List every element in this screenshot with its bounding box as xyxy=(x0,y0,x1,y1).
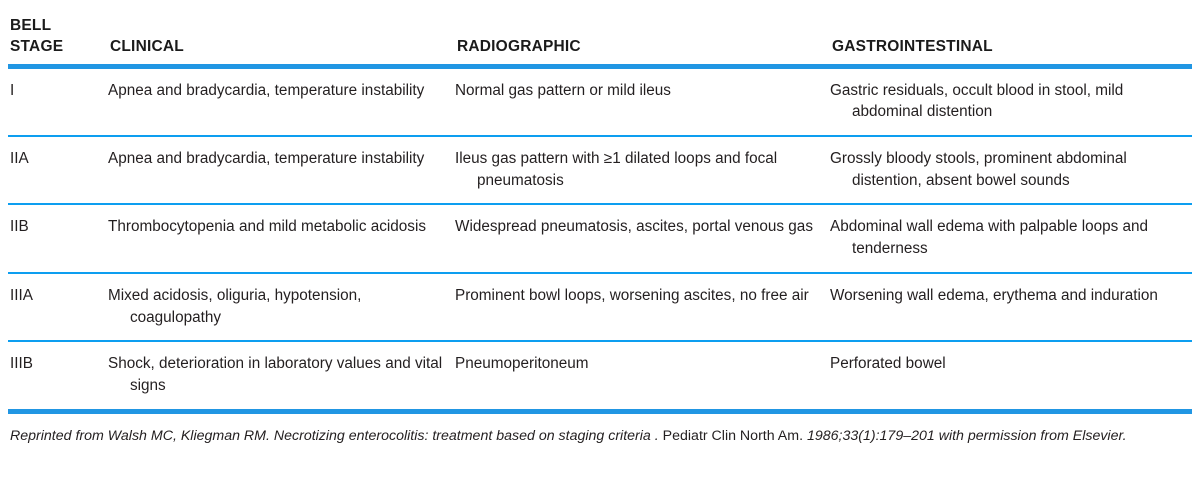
cell-gastrointestinal: Worsening wall edema, erythema and indur… xyxy=(830,272,1192,343)
citation-part-two: 1986;33(1):179–201 with permission from … xyxy=(806,427,1127,444)
cell-stage: IIA xyxy=(8,135,108,206)
column-header-clinical: CLINICAL xyxy=(108,0,455,66)
cell-radiographic: Pneumoperitoneum xyxy=(455,341,830,414)
cell-radiographic: Widespread pneumatosis, ascites, portal … xyxy=(455,204,830,274)
source-citation: Reprinted from Walsh MC, Kliegman RM. Ne… xyxy=(8,426,1192,448)
bell-staging-table: BELL STAGE CLINICAL RADIOGRAPHIC GASTROI… xyxy=(8,0,1192,414)
column-header-radiographic-label: RADIOGRAPHIC xyxy=(457,38,581,56)
citation-part-one: Reprinted from Walsh MC, Kliegman RM. Ne… xyxy=(10,427,659,444)
cell-clinical: Mixed acidosis, oliguria, hypotension, c… xyxy=(108,272,455,343)
table-row: IIB Thrombocytopenia and mild metabolic … xyxy=(8,204,1192,274)
table-header-row: BELL STAGE CLINICAL RADIOGRAPHIC GASTROI… xyxy=(8,0,1192,66)
cell-radiographic: Prominent bowl loops, worsening ascites,… xyxy=(455,272,830,343)
citation-journal-name: Pediatr Clin North Am. xyxy=(662,427,804,444)
cell-gastrointestinal: Grossly bloody stools, prominent abdomin… xyxy=(830,135,1192,206)
table-row: IIIB Shock, deterioration in laboratory … xyxy=(8,341,1192,414)
cell-clinical: Apnea and bradycardia, temperature insta… xyxy=(108,66,455,137)
table-body: I Apnea and bradycardia, temperature ins… xyxy=(8,66,1192,414)
cell-clinical: Thrombocytopenia and mild metabolic acid… xyxy=(108,204,455,274)
cell-gastrointestinal: Abdominal wall edema with palpable loops… xyxy=(830,204,1192,274)
cell-clinical: Shock, deterioration in laboratory value… xyxy=(108,341,455,414)
column-header-bell-stage-line1: BELL xyxy=(10,16,52,34)
column-header-clinical-label: CLINICAL xyxy=(110,38,184,56)
table-row: IIA Apnea and bradycardia, temperature i… xyxy=(8,135,1192,206)
column-header-gastrointestinal: GASTROINTESTINAL xyxy=(830,0,1192,66)
cell-stage: I xyxy=(8,66,108,137)
column-header-bell-stage-line2: STAGE xyxy=(10,38,64,56)
cell-gastrointestinal: Perforated bowel xyxy=(830,341,1192,414)
cell-stage: IIB xyxy=(8,204,108,274)
cell-stage: IIIB xyxy=(8,341,108,414)
table-row: IIIA Mixed acidosis, oliguria, hypotensi… xyxy=(8,272,1192,343)
table-header: BELL STAGE CLINICAL RADIOGRAPHIC GASTROI… xyxy=(8,0,1192,66)
column-header-gastrointestinal-label: GASTROINTESTINAL xyxy=(832,38,993,56)
cell-radiographic: Ileus gas pattern with ≥1 dilated loops … xyxy=(455,135,830,206)
column-header-radiographic: RADIOGRAPHIC xyxy=(455,0,830,66)
column-header-bell-stage: BELL STAGE xyxy=(8,0,108,66)
table-row: I Apnea and bradycardia, temperature ins… xyxy=(8,66,1192,137)
cell-radiographic: Normal gas pattern or mild ileus xyxy=(455,66,830,137)
cell-gastrointestinal: Gastric residuals, occult blood in stool… xyxy=(830,66,1192,137)
cell-clinical: Apnea and bradycardia, temperature insta… xyxy=(108,135,455,206)
cell-stage: IIIA xyxy=(8,272,108,343)
